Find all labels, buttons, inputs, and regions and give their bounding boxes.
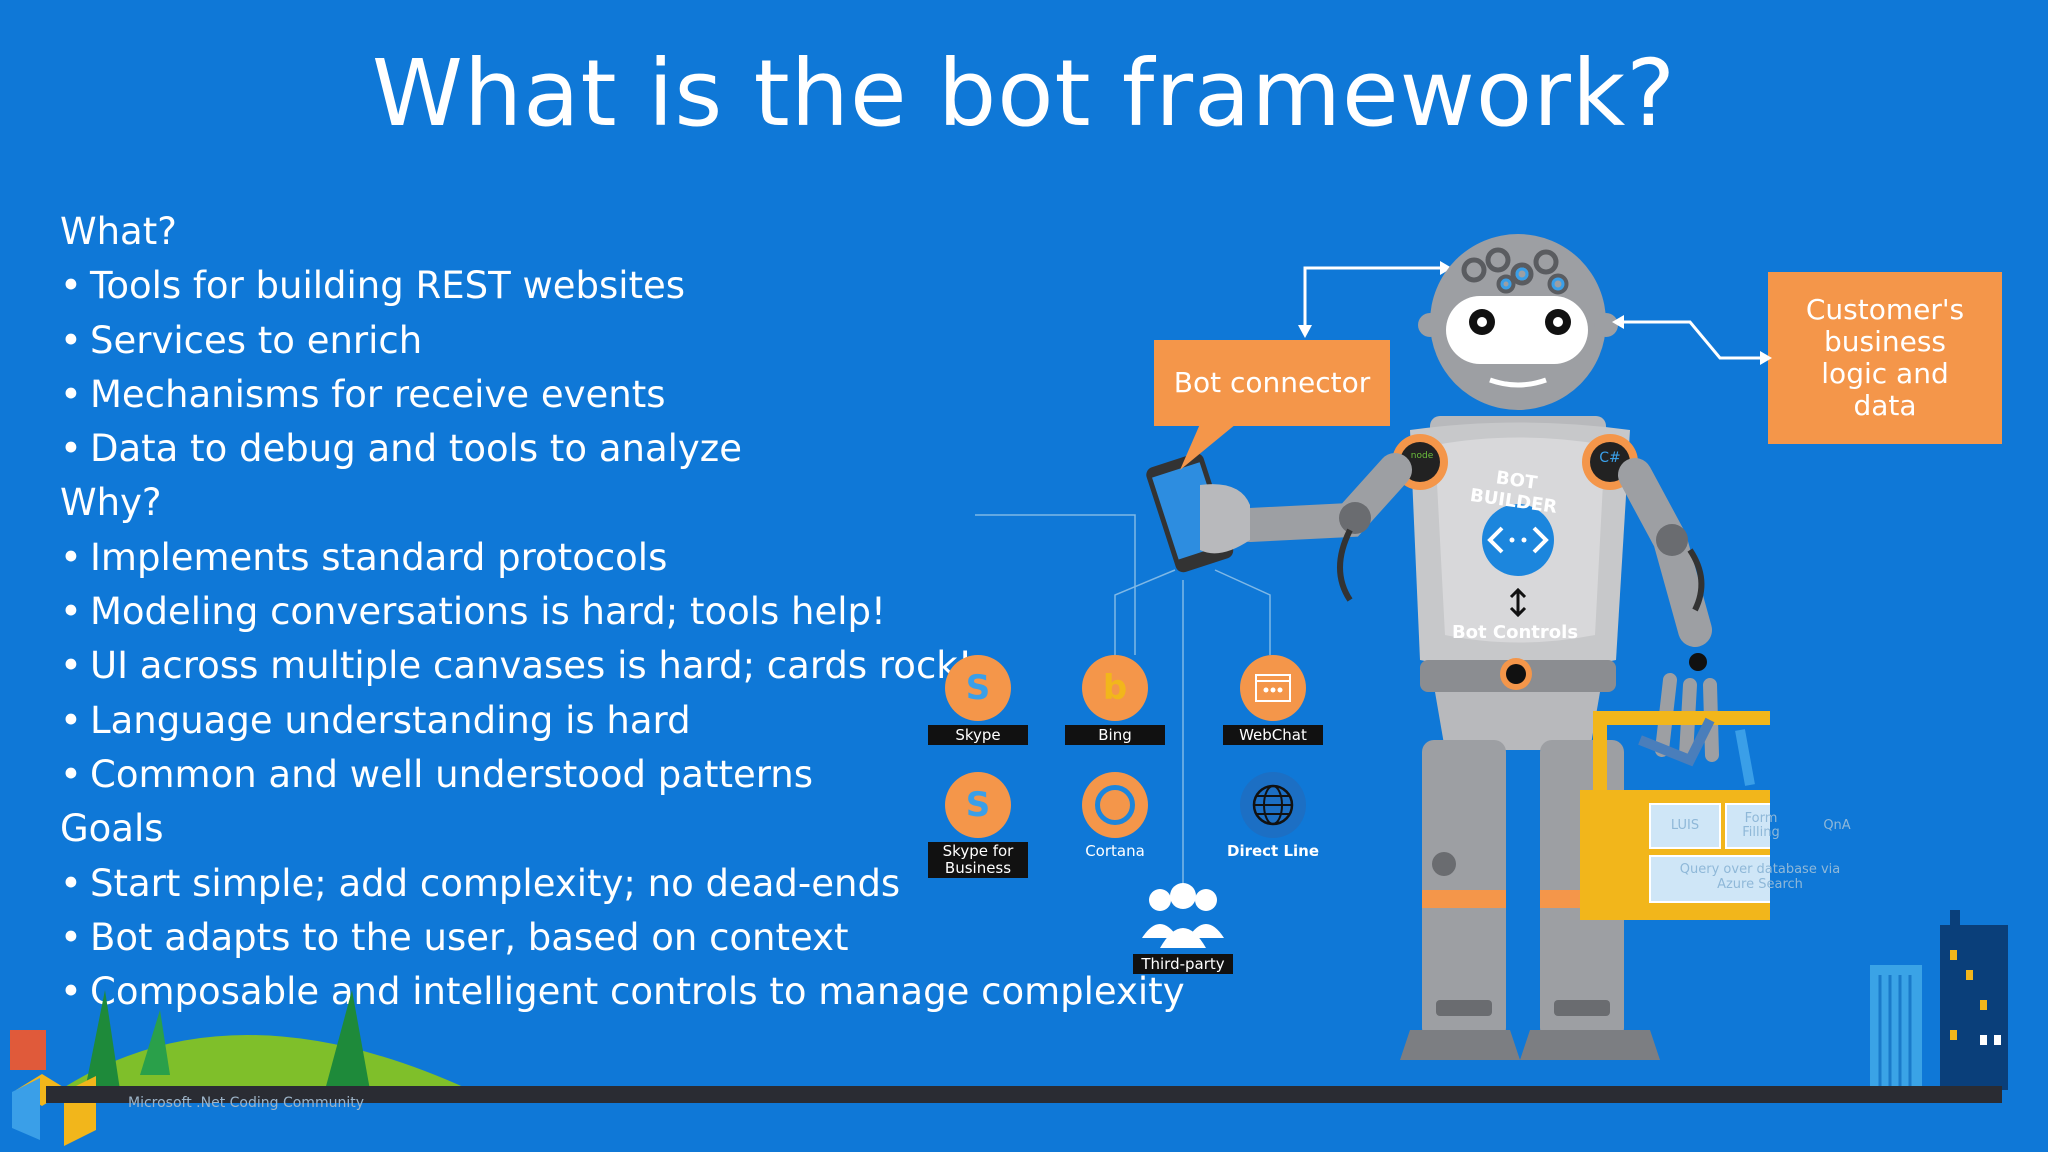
channel-third-party: Third-party [1133,880,1233,974]
toolbox-qna: QnA [1823,818,1851,833]
slide-title: What is the bot framework? [371,40,1677,147]
callout-pointer [1180,424,1236,470]
section-heading: Why? [60,481,162,525]
globe-icon [1240,772,1306,838]
skype-for-business-icon: S [945,772,1011,838]
users-icon [1133,880,1233,950]
right-badge: C# [1599,450,1621,466]
list-item: Modeling conversations is hard; tools he… [60,585,1120,640]
bot-connector-label: Bot connector [1173,366,1371,399]
skype-icon: S [945,655,1011,721]
section-heading: What? [60,210,177,253]
list-item: Mechanisms for receive events [60,368,1120,423]
customer-logic-label: Customer's business logic and data [1805,293,1965,422]
list-item: Common and well understood patterns [60,748,1120,803]
toolbox-luis: LUIS [1670,818,1700,833]
left-badge: node [1410,451,1434,461]
channel-direct-line: Direct Line [1223,772,1323,860]
footer-text: Microsoft .Net Coding Community [128,1095,364,1111]
channel-bing: b Bing [1065,655,1165,745]
webchat-icon [1240,655,1306,721]
footer-bar [46,1086,2002,1103]
list-item: Bot adapts to the user, based on context [60,911,1120,966]
section-heading: Goals [60,807,164,851]
bot-controls-label: Bot Controls [1451,622,1579,643]
channel-skype-for-business: S Skype for Business [928,772,1028,878]
channel-cortana: Cortana [1065,772,1165,860]
cortana-icon [1082,772,1148,838]
bing-icon: b [1082,655,1148,721]
toolbox-form-filling: Form Filling [1742,811,1780,840]
list-item: Start simple; add complexity; no dead-en… [60,857,1120,912]
list-item: UI across multiple canvases is hard; car… [60,639,1120,694]
list-item: Services to enrich [60,314,1120,369]
hills-decoration [10,990,470,1146]
list-item: Data to debug and tools to analyze [60,422,1120,477]
bullet-list: What? Tools for building REST websites S… [60,205,1185,1020]
robot-illustration [1146,234,1770,1060]
bot-connector-box: Bot connector [1154,340,1390,426]
list-item: Language understanding is hard [60,694,1120,749]
logic-arrow [1612,315,1772,365]
toolbox-query: Query over database via Azure Search [1679,862,1841,892]
list-item: Implements standard protocols [60,531,1120,586]
channel-webchat: WebChat [1223,655,1323,745]
city-skyline [1870,910,2008,1090]
list-item: Tools for building REST websites [60,259,1120,314]
customer-logic-box: Customer's business logic and data [1768,272,2002,444]
channel-skype: S Skype [928,655,1028,745]
list-item: Composable and intelligent controls to m… [60,965,1185,1020]
connector-lines [975,514,1271,890]
